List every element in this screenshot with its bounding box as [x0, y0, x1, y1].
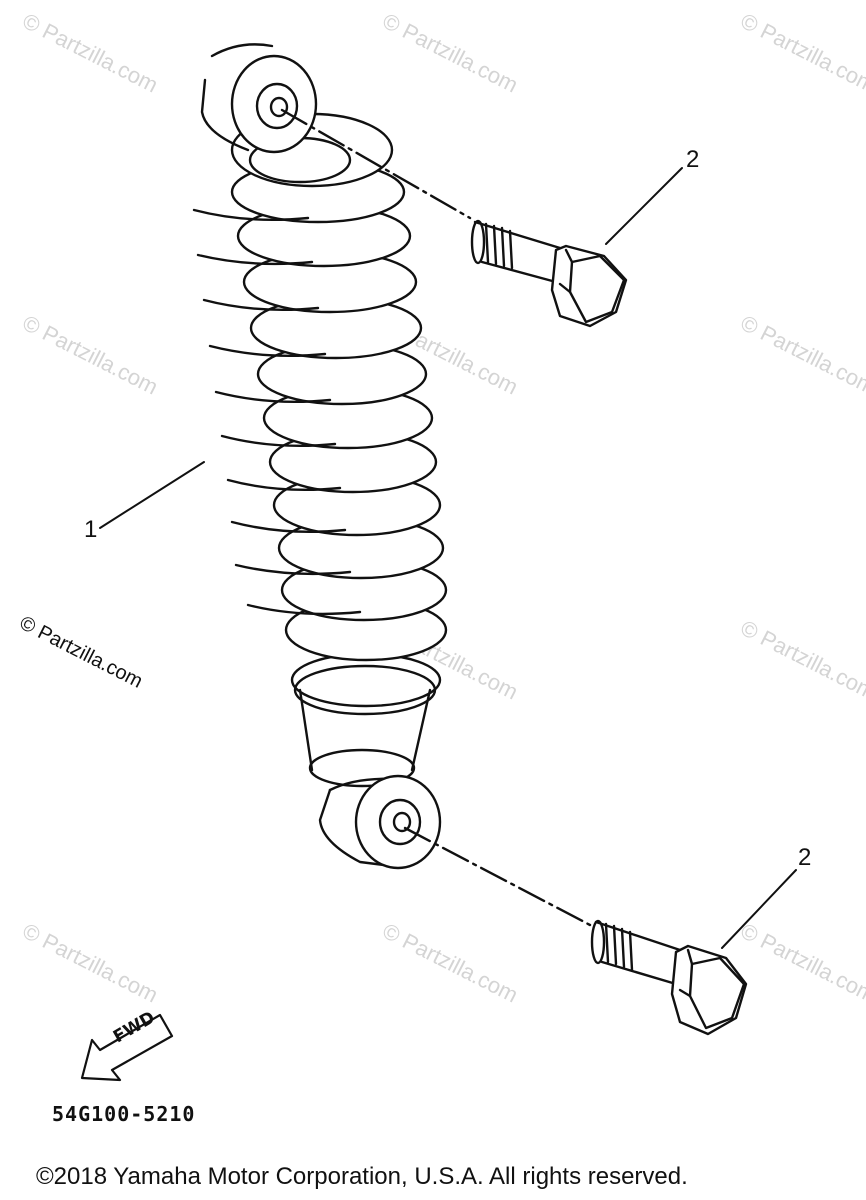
bolt-upper	[470, 219, 628, 328]
leader-lines	[99, 167, 797, 949]
leader-line-part-2-lower	[721, 869, 797, 949]
shock-absorber	[192, 43, 448, 870]
callout-part-2-lower: 2	[798, 844, 812, 871]
spring-coils	[230, 112, 448, 662]
forward-direction-arrow	[80, 1013, 174, 1082]
leader-line-part-1	[99, 461, 205, 529]
callout-part-2-upper: 2	[686, 146, 700, 173]
lower-mount-eye	[318, 774, 442, 870]
copyright-notice: ©2018 Yamaha Motor Corporation, U.S.A. A…	[36, 1163, 688, 1190]
bolt-lower	[590, 919, 748, 1036]
diagram-code: 54G100-5210	[52, 1102, 196, 1126]
leader-line-part-2-upper	[605, 167, 683, 245]
callout-part-1: 1	[84, 516, 98, 543]
upper-mount-eye	[200, 43, 318, 154]
assembly-centerlines	[280, 108, 592, 927]
damper-body	[290, 652, 442, 788]
